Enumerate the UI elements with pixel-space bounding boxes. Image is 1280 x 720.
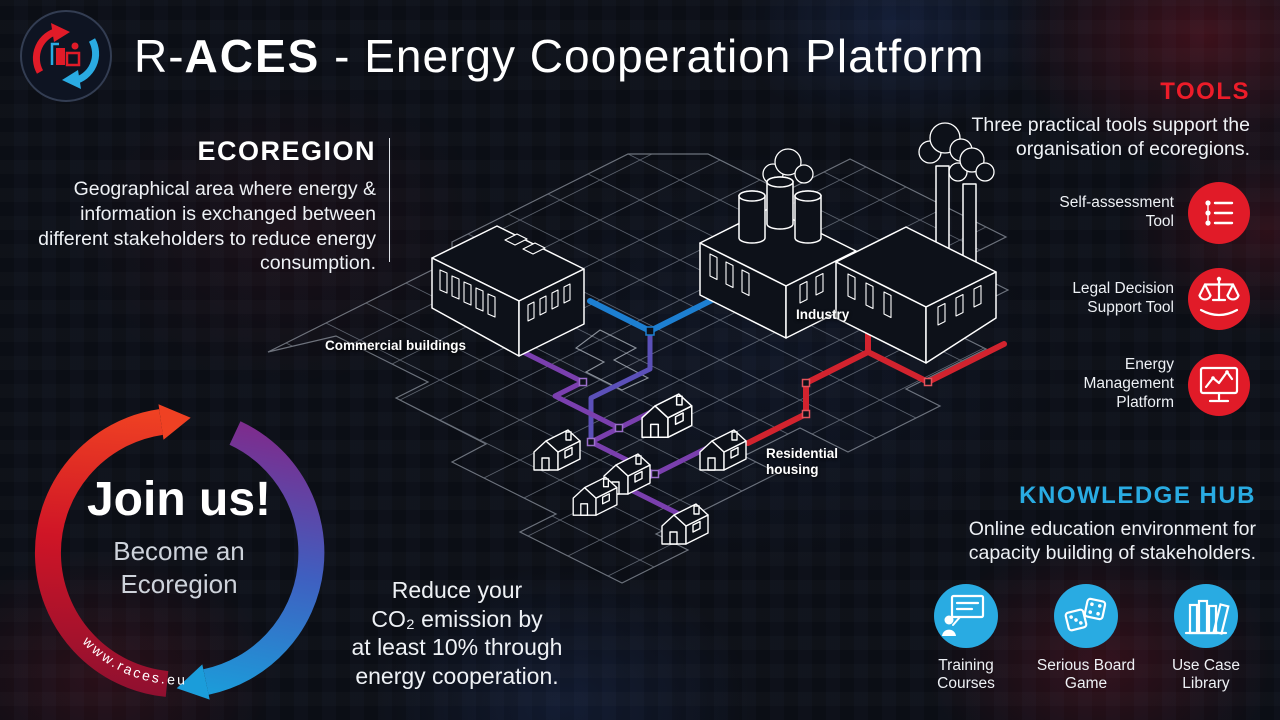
kh-label: Serious Board Game — [1036, 656, 1136, 693]
join-us-section: www.races.eu Join us! Become an Ecoregio… — [14, 388, 344, 718]
monitor-chart-icon — [1188, 353, 1250, 416]
races-logo-icon — [20, 10, 112, 102]
kh-item-training-courses: Training Courses — [916, 583, 1016, 695]
knowledge-hub-items: Training Courses — [900, 583, 1256, 695]
dice-icon — [1054, 583, 1118, 648]
co2-message: Reduce your CO₂ emission by at least 10%… — [337, 576, 577, 690]
commercial-building-illustration — [431, 225, 585, 357]
title-brand: ACES — [184, 30, 321, 82]
blue-arrowhead — [176, 664, 210, 700]
tools-description: Three practical tools support the organi… — [971, 114, 1250, 160]
knowledge-hub-description: Online education environment for capacit… — [968, 518, 1256, 564]
co2-line: Reduce your — [391, 577, 523, 603]
knowledge-hub-section: KNOWLEDGE HUB Online education environme… — [900, 482, 1256, 694]
smoke-clouds — [762, 122, 995, 185]
tools-section: TOOLS Three practical tools support the … — [910, 78, 1250, 440]
tool-label: Energy Management Platform — [1083, 356, 1174, 412]
justice-scales-icon — [1188, 267, 1250, 330]
commercial-buildings-label: Commercial buildings — [325, 338, 467, 353]
ecoregion-description: Geographical area where energy & informa… — [38, 178, 376, 275]
network-nodes — [578, 326, 933, 479]
tool-item-self-assessment: Self-assessment Tool — [910, 181, 1250, 244]
kh-item-use-case-library: Use Case Library — [1156, 583, 1256, 695]
red-arrowhead — [158, 404, 191, 440]
ecoregion-heading: ECOREGION — [197, 136, 376, 166]
co2-line: energy cooperation. — [355, 662, 559, 689]
residential-housing-label: Residential housing — [766, 446, 839, 477]
kh-label: Training Courses — [937, 656, 995, 693]
assessment-checklist-icon — [1188, 181, 1250, 244]
join-circle-arrows: www.races.eu — [34, 404, 325, 700]
tool-item-energy-management: Energy Management Platform — [910, 353, 1250, 416]
ecoregion-divider — [389, 138, 390, 262]
industry-label: Industry — [796, 307, 850, 322]
books-icon — [1174, 583, 1238, 648]
co2-line: CO₂ emission by — [371, 605, 543, 632]
join-title: Join us! — [86, 473, 271, 526]
training-presentation-icon — [934, 583, 998, 648]
races-logo — [18, 8, 114, 104]
header: R-ACES - Energy Cooperation Platform — [18, 8, 984, 104]
title-suffix: - Energy Cooperation Platform — [320, 30, 985, 82]
join-text: Join us! Become an Ecoregion — [14, 472, 344, 600]
knowledge-hub-heading: KNOWLEDGE HUB — [1019, 482, 1256, 509]
tool-label: Self-assessment Tool — [1059, 193, 1174, 230]
co2-line: at least 10% through — [351, 634, 563, 661]
tools-heading: TOOLS — [1160, 78, 1250, 105]
tool-item-legal-decision: Legal Decision Support Tool — [910, 267, 1250, 330]
title-prefix: R- — [134, 30, 185, 82]
join-subtitle: Become an Ecoregion — [113, 536, 245, 599]
page-title: R-ACES - Energy Cooperation Platform — [134, 29, 984, 83]
kh-item-serious-board-game: Serious Board Game — [1036, 583, 1136, 695]
ecoregion-section: ECOREGION Geographical area where energy… — [28, 136, 390, 276]
industry-illustration — [699, 122, 997, 364]
tool-label: Legal Decision Support Tool — [1072, 279, 1174, 316]
kh-label: Use Case Library — [1171, 656, 1241, 693]
